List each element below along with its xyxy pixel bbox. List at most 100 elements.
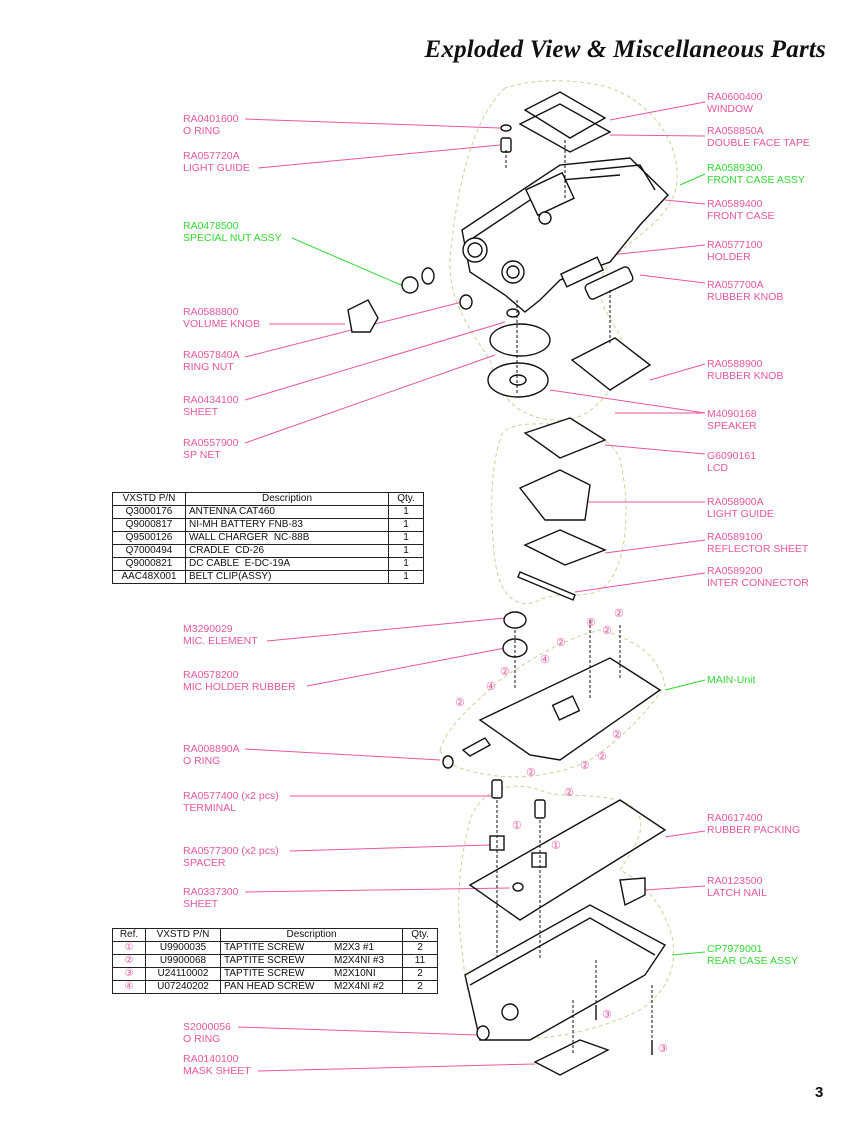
part-number: RA0140100 <box>183 1053 239 1065</box>
cell-qty: 11 <box>402 954 438 968</box>
label-main-unit: MAIN-Unit <box>707 674 755 686</box>
keypad-part <box>570 337 652 391</box>
assembly-guides <box>496 140 653 1055</box>
lcd-outline <box>491 423 627 605</box>
description-type: TAPTITE SCREW <box>224 955 305 966</box>
callout-3: ③ <box>602 1009 612 1021</box>
column-header: Ref. <box>112 928 146 942</box>
part-number: RA0577400 (x2 pcs) <box>183 790 279 802</box>
part-name: O RING <box>183 125 221 137</box>
part-name: DOUBLE FACE TAPE <box>707 137 810 149</box>
rubber-packing-part <box>468 799 667 921</box>
description-size: M2X4NI #2 <box>334 981 385 992</box>
callout-2: ② <box>614 608 624 620</box>
part-name: SPEAKER <box>707 420 757 432</box>
leader-lines-left <box>237 118 536 1072</box>
callout-2: ② <box>564 787 574 799</box>
part-name: FRONT CASE <box>707 210 775 222</box>
mask-sheet-part <box>533 1039 610 1076</box>
column-header: Description <box>185 492 389 506</box>
callout-3: ③ <box>658 1043 668 1055</box>
callout-1: ① <box>512 820 522 832</box>
sheet-part <box>506 308 520 318</box>
part-name: SHEET <box>183 898 219 910</box>
holder-part <box>559 256 605 288</box>
part-name: MAIN-Unit <box>707 674 756 686</box>
cell-description: BELT CLIP(ASSY) <box>185 570 389 584</box>
part-name: INTER CONNECTOR <box>707 577 809 589</box>
cell-qty: 1 <box>388 518 424 532</box>
description-type: TAPTITE SCREW <box>224 942 305 953</box>
cell-pn: Q7000494 <box>112 544 186 558</box>
cell-description: DC CABLE E-DC-19A <box>185 557 389 571</box>
cell-qty: 1 <box>388 544 424 558</box>
label-spacer: RA0577300 (x2 pcs)SPACER <box>183 845 279 869</box>
column-header: VXSTD P/N <box>112 492 186 506</box>
description-size: M2X10NI <box>334 968 376 979</box>
cell-pn: U9900068 <box>145 954 221 968</box>
cell-ref: ② <box>112 954 146 968</box>
page-number: 3 <box>815 1084 824 1101</box>
o-ring-mic-part <box>442 755 454 769</box>
part-name: SPACER <box>183 857 226 869</box>
cell-pn: AAC48X001 <box>112 570 186 584</box>
part-number: RA0478500 <box>183 220 239 232</box>
part-number: RA0588900 <box>707 358 763 370</box>
part-number: M3290029 <box>183 623 233 635</box>
o-ring-rear-part <box>476 1025 490 1041</box>
cell-pn: Q9000817 <box>112 518 186 532</box>
callout-2: ② <box>500 666 510 678</box>
part-number: RA057720A <box>183 150 240 162</box>
part-name: SPECIAL NUT ASSY <box>183 232 282 244</box>
description-type: PAN HEAD SCREW <box>224 981 315 992</box>
sp-net-part <box>489 323 551 357</box>
cell-description: NI-MH BATTERY FNB-83 <box>185 518 389 532</box>
cell-pn: U9900035 <box>145 941 221 955</box>
window-part <box>523 91 607 139</box>
column-header: VXSTD P/N <box>145 928 221 942</box>
part-name: WINDOW <box>707 103 754 115</box>
part-number: RA057840A <box>183 349 240 361</box>
part-name: MASK SHEET <box>183 1065 251 1077</box>
part-number: RA0577300 (x2 pcs) <box>183 845 279 857</box>
cell-description: PAN HEAD SCREW M2X4NI #2 <box>220 980 403 994</box>
part-name: FRONT CASE ASSY <box>707 174 805 186</box>
part-number: G6090161 <box>707 450 757 462</box>
part-name: O RING <box>183 1033 221 1045</box>
part-number: S2000056 <box>183 1021 231 1033</box>
callout-2: ② <box>597 751 607 763</box>
cell-description: CRADLE CD-26 <box>185 544 389 558</box>
label-terminal: RA0577400 (x2 pcs)TERMINAL <box>183 790 279 814</box>
part-name: RUBBER PACKING <box>707 824 801 836</box>
reflector-sheet-part <box>523 529 607 566</box>
callout-1: ① <box>551 840 561 852</box>
callout-4: ④ <box>540 654 550 666</box>
cell-description: WALL CHARGER NC-88B <box>185 531 389 545</box>
main-unit-outline <box>439 629 666 778</box>
part-number: RA0337300 <box>183 886 239 898</box>
